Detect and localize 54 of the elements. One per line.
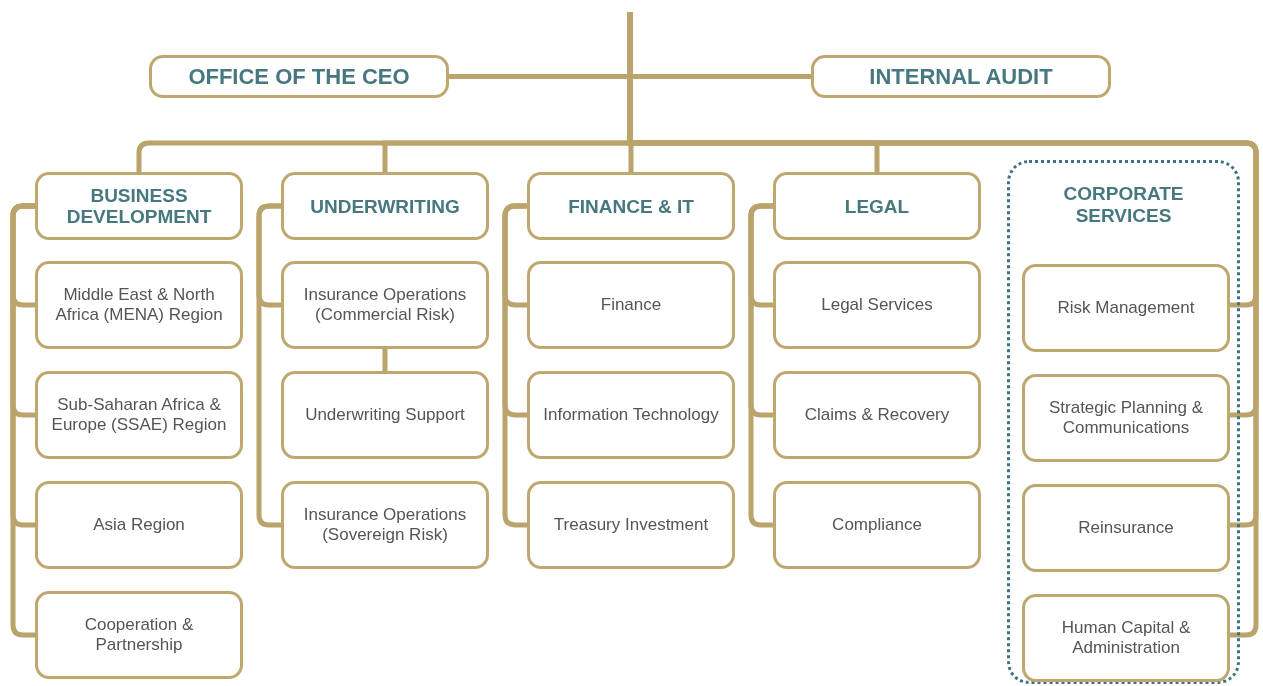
department-box [281, 172, 489, 240]
unit-name: Claims & Recovery [804, 405, 950, 425]
unit-name: Sub-Saharan Africa & Europe (SSAE) Region [50, 395, 228, 435]
unit-name: Human Capital & Administration [1060, 618, 1192, 658]
unit-name: Legal Services [821, 295, 933, 315]
department-box [35, 172, 243, 240]
unit-name: Cooperation & Partnership [83, 615, 195, 655]
unit-name: Insurance Operations (Sovereign Risk) [302, 505, 468, 545]
connector-line [10, 203, 35, 638]
unit-box [773, 261, 981, 349]
department-title: BUSINESS DEVELOPMENT [65, 185, 213, 227]
unit-name: Insurance Operations (Commercial Risk) [302, 285, 468, 325]
unit-box [281, 261, 489, 349]
connector-line [502, 203, 527, 528]
department-box [811, 55, 1111, 98]
unit-box [1022, 374, 1230, 462]
unit-name: Finance [600, 295, 662, 315]
unit-box [281, 481, 489, 569]
unit-box [527, 371, 735, 459]
unit-box [35, 371, 243, 459]
unit-name: Underwriting Support [305, 405, 465, 425]
department-box [527, 172, 735, 240]
unit-box [1022, 264, 1230, 352]
unit-box [527, 261, 735, 349]
connector-line [256, 203, 281, 528]
connector-line [382, 349, 388, 371]
group-heading: CORPORATE SERVICES [1062, 183, 1185, 227]
department-box [773, 172, 981, 240]
unit-box [35, 591, 243, 679]
unit-name: Reinsurance [1078, 518, 1174, 538]
unit-name: Compliance [832, 515, 922, 535]
department-title: LEGAL [844, 195, 910, 217]
unit-name: Risk Management [1057, 298, 1195, 318]
unit-box [281, 371, 489, 459]
unit-box [35, 261, 243, 349]
connector-line [627, 12, 1259, 638]
unit-box [527, 481, 735, 569]
unit-box [35, 481, 243, 569]
unit-name: Asia Region [93, 515, 185, 535]
unit-box [773, 371, 981, 459]
unit-box [773, 481, 981, 569]
department-title: OFFICE OF THE CEO [188, 64, 410, 89]
unit-name: Strategic Planning & Communications [1047, 398, 1204, 438]
department-title: FINANCE & IT [568, 195, 694, 217]
unit-box [1022, 594, 1230, 682]
connector-line [748, 203, 773, 528]
department-box [149, 55, 449, 98]
department-title: UNDERWRITING [310, 195, 460, 217]
dotted-group-frame [1007, 160, 1240, 684]
unit-box [1022, 484, 1230, 572]
unit-name: Treasury Investment [553, 515, 709, 535]
department-title: INTERNAL AUDIT [869, 64, 1053, 89]
unit-name: Middle East & North Africa (MENA) Region [54, 285, 224, 325]
unit-name: Information Technology [543, 405, 719, 425]
